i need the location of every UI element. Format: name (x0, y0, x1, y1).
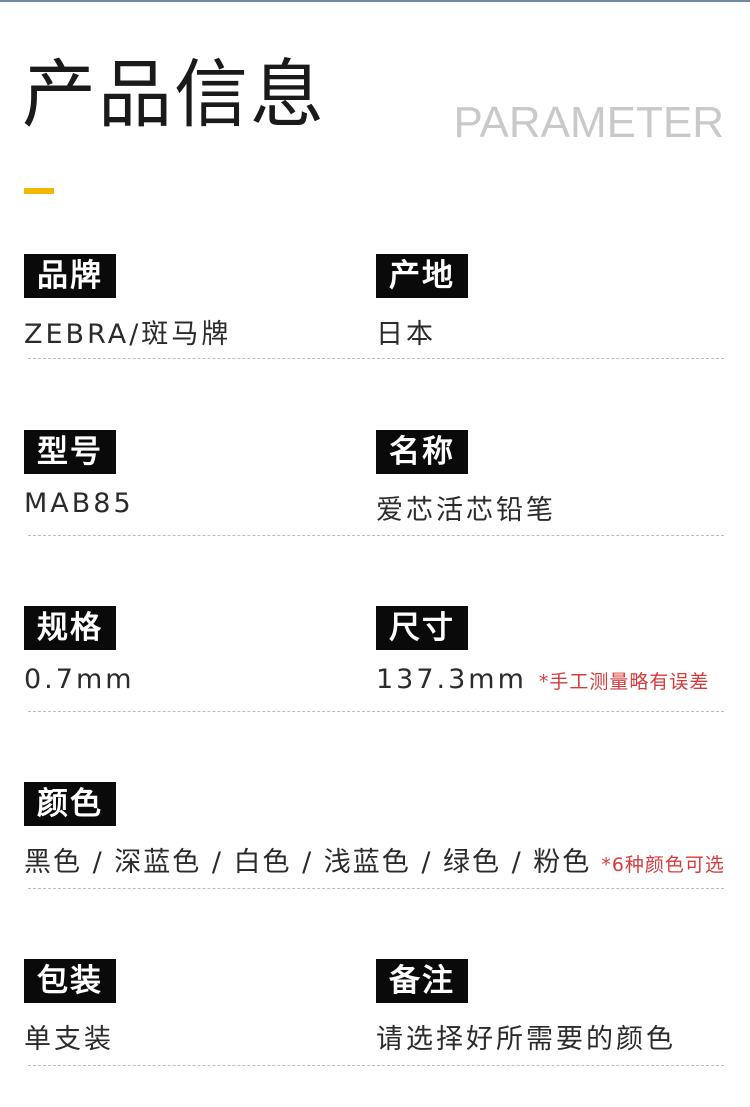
info-row-brand-origin: 品牌 ZEBRA/斑马牌 产地 日本 (0, 254, 750, 364)
info-row-package-remark: 包装 单支装 备注 请选择好所需要的颜色 (0, 959, 750, 1069)
info-item-brand: 品牌 ZEBRA/斑马牌 (24, 254, 231, 351)
remark-value: 请选择好所需要的颜色 (376, 1024, 676, 1055)
info-item-name: 名称 爱芯活芯铅笔 (376, 430, 556, 527)
name-label: 名称 (376, 430, 468, 474)
row-divider (28, 535, 724, 536)
package-label: 包装 (24, 959, 116, 1003)
info-row-model-name: 型号 MAB85 名称 爱芯活芯铅笔 (0, 430, 750, 540)
info-row-spec-size: 规格 0.7mm 尺寸 137.3mm *手工测量略有误差 (0, 606, 750, 716)
remark-label: 备注 (376, 959, 468, 1003)
color-note: *6种颜色可选 (601, 854, 725, 876)
size-note: *手工测量略有误差 (538, 671, 710, 693)
row-divider (28, 358, 724, 359)
top-border-line (0, 0, 750, 2)
package-value: 单支装 (24, 1024, 114, 1055)
info-item-remark: 备注 请选择好所需要的颜色 (376, 959, 676, 1056)
spec-label: 规格 (24, 606, 116, 650)
info-item-size: 尺寸 137.3mm *手工测量略有误差 (376, 606, 709, 695)
origin-label: 产地 (376, 254, 468, 298)
brand-value: ZEBRA/斑马牌 (24, 319, 232, 350)
size-value: 137.3mm (376, 664, 527, 695)
name-value: 爱芯活芯铅笔 (376, 495, 556, 526)
info-item-package: 包装 单支装 (24, 959, 116, 1056)
info-row-color: 颜色 黑色 / 深蓝色 / 白色 / 浅蓝色 / 绿色 / 粉色 *6种颜色可选 (0, 782, 750, 892)
size-label: 尺寸 (376, 606, 468, 650)
page-subtitle: PARAMETER (453, 98, 724, 147)
info-item-color: 颜色 黑色 / 深蓝色 / 白色 / 浅蓝色 / 绿色 / 粉色 *6种颜色可选 (24, 782, 725, 879)
color-value-line: 黑色 / 深蓝色 / 白色 / 浅蓝色 / 绿色 / 粉色 *6种颜色可选 (24, 840, 725, 879)
model-label: 型号 (24, 430, 116, 474)
color-label: 颜色 (24, 782, 116, 826)
origin-value: 日本 (376, 319, 436, 350)
accent-bar (24, 188, 54, 194)
row-divider (28, 711, 724, 712)
info-item-origin: 产地 日本 (376, 254, 468, 351)
model-value: MAB85 (24, 488, 134, 519)
row-divider (28, 1065, 724, 1066)
color-value: 黑色 / 深蓝色 / 白色 / 浅蓝色 / 绿色 / 粉色 (24, 847, 592, 878)
info-item-spec: 规格 0.7mm (24, 606, 135, 695)
size-value-line: 137.3mm *手工测量略有误差 (376, 664, 709, 695)
info-item-model: 型号 MAB85 (24, 430, 134, 519)
spec-value: 0.7mm (24, 664, 135, 695)
row-divider (28, 888, 724, 889)
page-title: 产品信息 (22, 52, 326, 138)
brand-label: 品牌 (24, 254, 116, 298)
